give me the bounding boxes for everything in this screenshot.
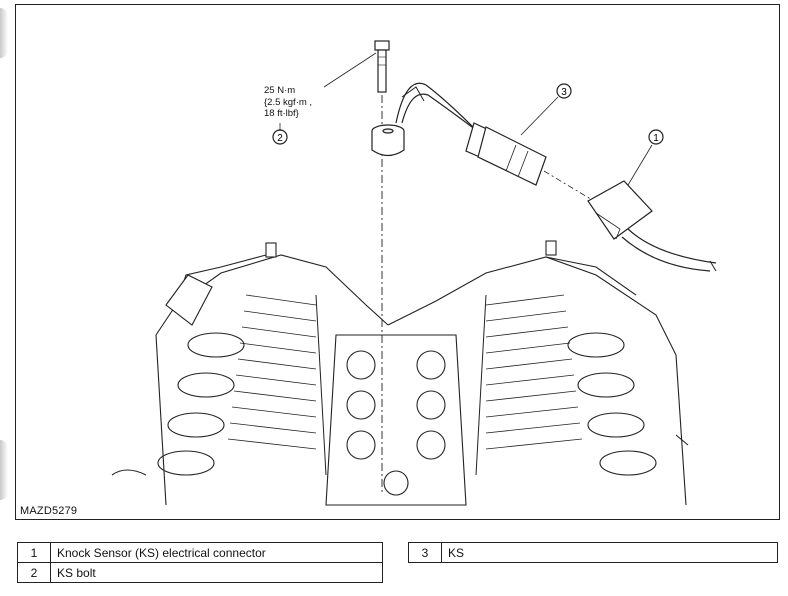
scan-edge-shadow [0,440,8,500]
figure-id-label: MAZD5279 [20,505,78,517]
scan-edge-shadow [0,8,8,58]
legend-number: 2 [17,562,51,583]
legend-table-left: 1 Knock Sensor (KS) electrical connector… [17,542,383,583]
legend-number: 1 [17,542,51,563]
engine-illustration: 2 3 1 25 N·m {2.5 kgf·m , 18 ft·lbf} MAZ… [15,4,780,520]
legend-row: 3 KS [408,542,778,563]
callout-1-number: 1 [653,133,659,144]
engine-drawing: 2 3 1 [111,40,717,506]
ks-connector-drawing [465,122,547,186]
legend-row: 2 KS bolt [17,562,383,583]
legend-description: Knock Sensor (KS) electrical connector [50,542,383,563]
callout-1-circle [648,129,664,145]
callout-2-number: 2 [277,133,283,144]
harness-connector-drawing [587,180,717,272]
legend-row: 1 Knock Sensor (KS) electrical connector [17,542,383,563]
engine-block-drawing [111,240,689,506]
callout-2-circle [272,129,288,145]
legend-table-right: 3 KS [408,542,778,563]
callout-3-circle [556,83,572,99]
torque-leader [323,52,377,88]
torque-spec-text: 25 N·m {2.5 kgf·m , 18 ft·lbf} [264,85,313,119]
legend-number: 3 [408,542,442,563]
callout-3-number: 3 [561,87,567,98]
ks-bolt-drawing [374,40,390,93]
legend-description: KS [441,542,778,563]
legend-description: KS bolt [50,562,383,583]
knock-sensor-drawing [371,82,481,157]
